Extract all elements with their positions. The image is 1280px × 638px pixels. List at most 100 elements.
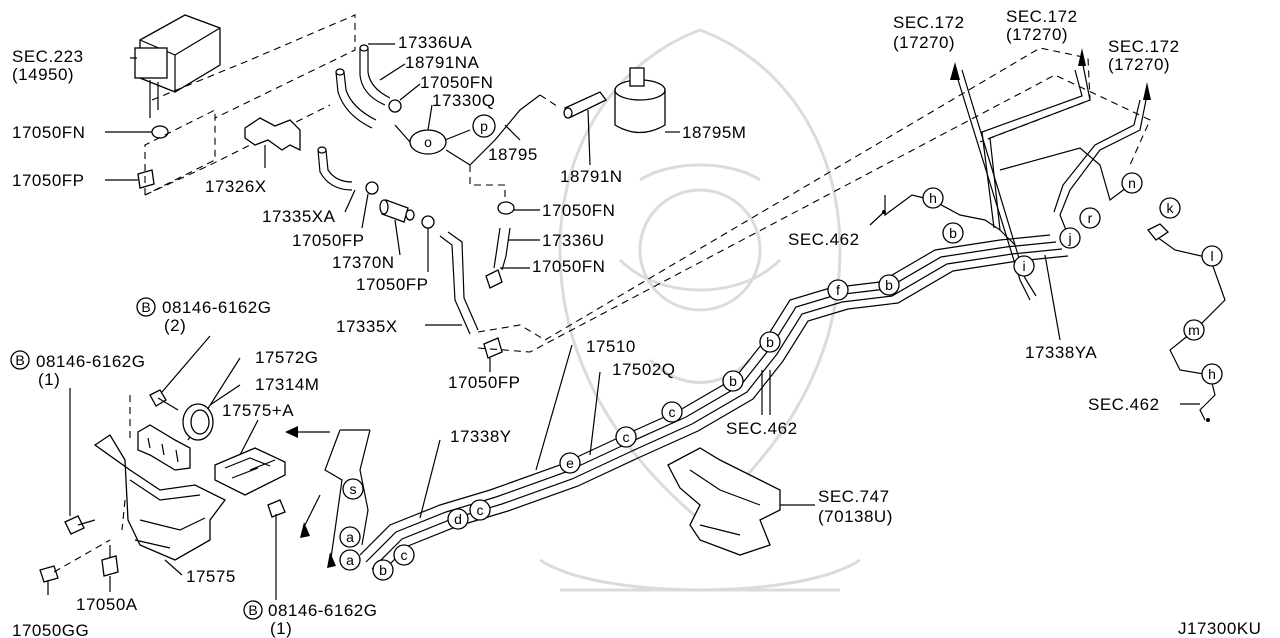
- label-17270-b: (17270): [1006, 25, 1068, 44]
- label-17314m: 17314M: [255, 375, 319, 394]
- svg-text:b: b: [379, 562, 387, 578]
- b-mark-c: B: [248, 602, 257, 618]
- label-18791n: 18791N: [560, 167, 623, 186]
- label-17050fn-a: 17050FN: [12, 123, 85, 142]
- svg-text:l: l: [1210, 248, 1213, 264]
- label-17575a: 17575+A: [222, 401, 294, 420]
- hose-17335xa: [317, 146, 356, 213]
- clip-b-5: b: [942, 222, 964, 244]
- label-14950: (14950): [12, 65, 74, 84]
- clip-k-1: k: [1159, 197, 1181, 219]
- svg-text:m: m: [1188, 322, 1200, 338]
- label-17050fn-d: 17050FN: [532, 257, 605, 276]
- clip-h-2: h: [1201, 363, 1223, 385]
- clip-n-1: n: [1121, 172, 1143, 194]
- label-17370n: 17370N: [332, 253, 395, 272]
- svg-text:o: o: [424, 134, 432, 150]
- leader-17338y: [419, 439, 441, 519]
- clip-17050fp-d: [483, 337, 503, 372]
- clip-f-1: f: [827, 279, 849, 301]
- clip-c-1: c: [393, 544, 415, 566]
- label-17326x: 17326X: [205, 177, 267, 196]
- label-17050fn-c: 17050FN: [542, 201, 615, 220]
- label-17338ya: 17338YA: [1025, 343, 1097, 362]
- svg-text:r: r: [1088, 210, 1093, 226]
- svg-text:d: d: [454, 511, 462, 527]
- svg-text:h: h: [1208, 366, 1216, 382]
- clip-17050fp-b: [361, 181, 379, 229]
- label-70138u: (70138U): [818, 507, 893, 526]
- label-17050gg: 17050GG: [12, 621, 89, 638]
- leader-17575a: [239, 419, 259, 456]
- clip-c-3: c: [615, 426, 637, 448]
- label-17572g: 17572G: [255, 348, 319, 367]
- clip-b-3: b: [759, 331, 781, 353]
- label-17270-a: (17270): [893, 33, 955, 52]
- svg-text:b: b: [766, 334, 774, 350]
- bracket-sec747: [667, 447, 781, 556]
- svg-text:s: s: [350, 481, 357, 497]
- svg-text:b: b: [949, 225, 957, 241]
- clip-markers: a a b c c d e c c b b f b b h i j r n k …: [339, 134, 1223, 581]
- label-17270-c: (17270): [1108, 55, 1170, 74]
- label-bolt-c: 08146-6162G: [268, 601, 377, 620]
- svg-text:b: b: [885, 277, 893, 293]
- svg-text:c: c: [477, 502, 484, 518]
- clamp-17572g: [137, 424, 191, 471]
- label-sec172-a: SEC.172: [893, 13, 965, 32]
- hose-17336ua: [359, 43, 395, 106]
- label-sec223: SEC.223: [12, 47, 84, 66]
- clip-a-1: a: [339, 526, 361, 548]
- label-sec462-c: SEC.462: [1088, 395, 1160, 414]
- bolt-b-top: B: [136, 297, 156, 317]
- label-sec172-b: SEC.172: [1006, 7, 1078, 26]
- label-bolt-b: 08146-6162G: [36, 352, 145, 371]
- label-17502q: 17502Q: [612, 360, 676, 379]
- clip-l-1: l: [1201, 245, 1223, 267]
- label-18791na: 18791NA: [405, 53, 480, 72]
- label-18795m: 18795M: [682, 123, 746, 142]
- clip-j-1: j: [1059, 227, 1081, 249]
- bolts: [39, 335, 286, 600]
- svg-text:c: c: [401, 547, 408, 563]
- clip-letter-p: p: [480, 118, 488, 134]
- svg-text:k: k: [1167, 200, 1175, 216]
- clip-b-1: b: [372, 559, 394, 581]
- clip-17050fn-a: [105, 125, 169, 139]
- hose-17336u: [493, 227, 540, 271]
- clip-17050fn-d: [485, 267, 530, 289]
- label-sec747: SEC.747: [818, 487, 890, 506]
- label-17050fp-b: 17050FP: [292, 231, 365, 250]
- valve-17370n: [379, 199, 415, 256]
- protector-17575: [93, 395, 226, 561]
- label-sec462-a: SEC.462: [788, 230, 860, 249]
- label-17338y: 17338Y: [450, 427, 512, 446]
- label-bolt-a: 08146-6162G: [162, 298, 271, 317]
- svg-text:a: a: [346, 529, 354, 545]
- clip-r-1: r: [1079, 207, 1101, 229]
- label-bolt-a-qty: (2): [164, 316, 186, 335]
- valve-17330q: [394, 104, 471, 155]
- label-17330q: 17330Q: [432, 91, 496, 110]
- clip-o-1: o: [424, 134, 432, 150]
- clip-c-2: c: [469, 499, 491, 521]
- label-17335x: 17335X: [336, 317, 398, 336]
- leader-17575: [164, 559, 183, 576]
- label-17336ua: 17336UA: [398, 33, 473, 52]
- filter-18795m: [614, 67, 680, 134]
- hose-17335x: [425, 231, 479, 335]
- clip-s-1: s: [342, 478, 364, 500]
- clip-a-2: a: [339, 549, 361, 571]
- clip-m-1: m: [1183, 319, 1205, 341]
- leader-17510: [535, 344, 573, 471]
- clip-b-2: b: [722, 370, 744, 392]
- b-mark-b: B: [15, 352, 24, 368]
- label-bolt-b-qty: (1): [38, 370, 60, 389]
- label-bolt-c-qty: (1): [270, 619, 292, 638]
- tubes-17338ya: [954, 59, 1148, 341]
- cover-17575a: [214, 447, 286, 496]
- canister-assembly: [130, 14, 221, 118]
- label-17050fp-a: 17050FP: [12, 171, 85, 190]
- label-sec462-b: SEC.462: [726, 419, 798, 438]
